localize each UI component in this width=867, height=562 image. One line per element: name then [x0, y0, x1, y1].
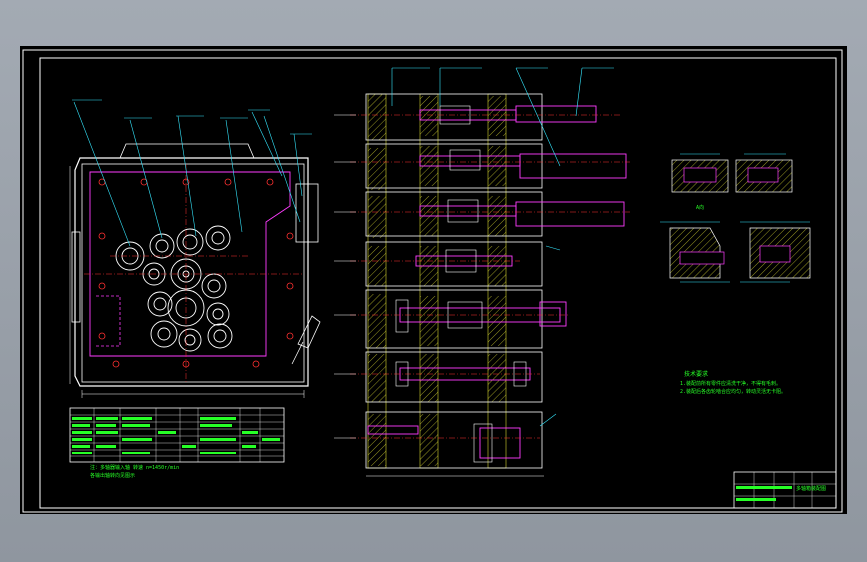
- inner-border: [39, 57, 837, 509]
- bom-caption-2: 各输出轴转向见图示: [90, 473, 136, 479]
- drawing-frame: 技术要求 1.装配前所有零件应清洗干净，不得有毛刺。 2.装配后各齿轮啮合应均匀…: [20, 46, 847, 514]
- cad-drawing-sheet: [22, 49, 843, 513]
- gear-housing-front-view[interactable]: [69, 143, 321, 398]
- title-block-name: 多轴箱装配图: [796, 486, 827, 492]
- detail-b[interactable]: [660, 221, 811, 283]
- bom-table[interactable]: [69, 407, 285, 463]
- notes-title: 技术要求: [684, 371, 709, 378]
- detail-a[interactable]: [671, 153, 793, 193]
- bom-caption-1: 注：多轴器输入轴 转速 n=1450r/min: [90, 465, 180, 471]
- shaft-section-view[interactable]: [334, 67, 630, 477]
- front-view-leaders: [72, 99, 312, 247]
- notes-line-1: 1.装配前所有零件应清洗干净，不得有毛刺。: [680, 381, 782, 387]
- notes-line-2: 2.装配后各齿轮啮合应均匀，转动灵活无卡阻。: [680, 389, 787, 395]
- detail-caption: A向: [696, 205, 705, 211]
- outer-border: [22, 49, 843, 513]
- title-block[interactable]: [733, 471, 837, 509]
